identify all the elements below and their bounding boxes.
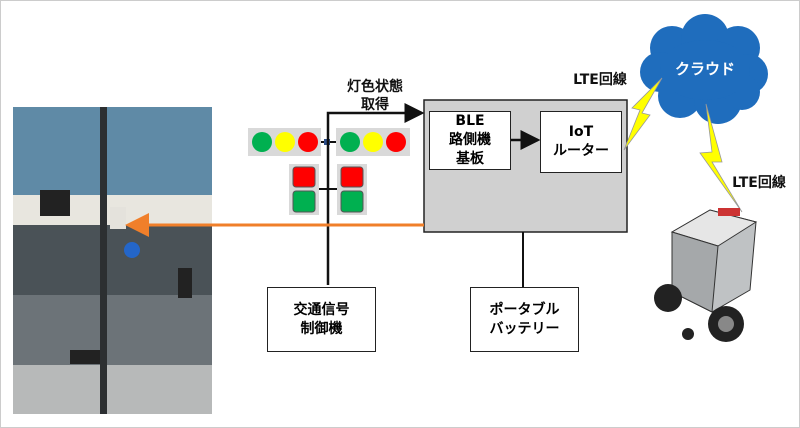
lte-label-left: LTE回線 <box>573 72 627 88</box>
street-photo <box>13 107 212 414</box>
delivery-robot <box>654 208 758 342</box>
traffic-controller-box: 交通信号 制御機 <box>267 287 376 352</box>
vehicle-signal-right <box>336 128 410 156</box>
signal-state-label: 灯色状態 取得 <box>347 79 403 113</box>
ble-board-box: BLE 路側機 基板 <box>429 111 511 170</box>
cloud-label: クラウド <box>674 60 735 78</box>
vehicle-signal-left <box>248 128 321 156</box>
pedestrian-signal-left <box>289 164 319 215</box>
portable-battery-box: ポータブル バッテリー <box>470 287 579 352</box>
signal-state-arrow <box>326 103 425 285</box>
cloud-icon <box>640 14 768 124</box>
iot-router-box: IoT ルーター <box>540 111 622 173</box>
lte-bolt-left-icon <box>623 77 663 151</box>
pedestrian-signal-right <box>337 164 367 215</box>
lte-label-right: LTE回線 <box>732 175 786 191</box>
lte-bolt-right-icon <box>699 103 743 213</box>
